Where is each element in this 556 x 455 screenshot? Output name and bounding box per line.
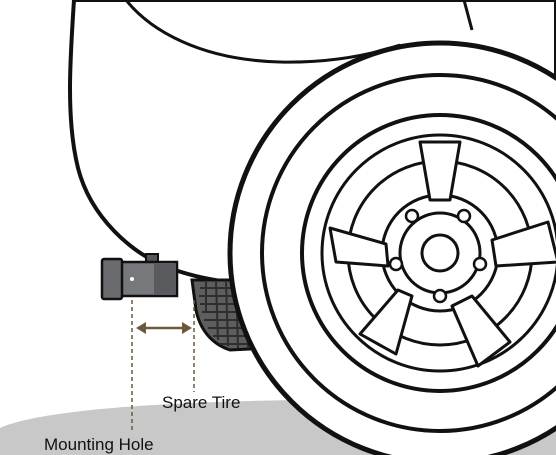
mounting-hole-marker (130, 277, 134, 281)
car-wheel-icon (227, 40, 556, 455)
fender-line-upper (462, 0, 474, 31)
mounting-hole-label: Mounting Hole (44, 435, 154, 454)
mounting-bracket (100, 253, 179, 301)
spare-tire-label: Spare Tire (162, 393, 241, 412)
dimension-arrow (136, 322, 192, 334)
